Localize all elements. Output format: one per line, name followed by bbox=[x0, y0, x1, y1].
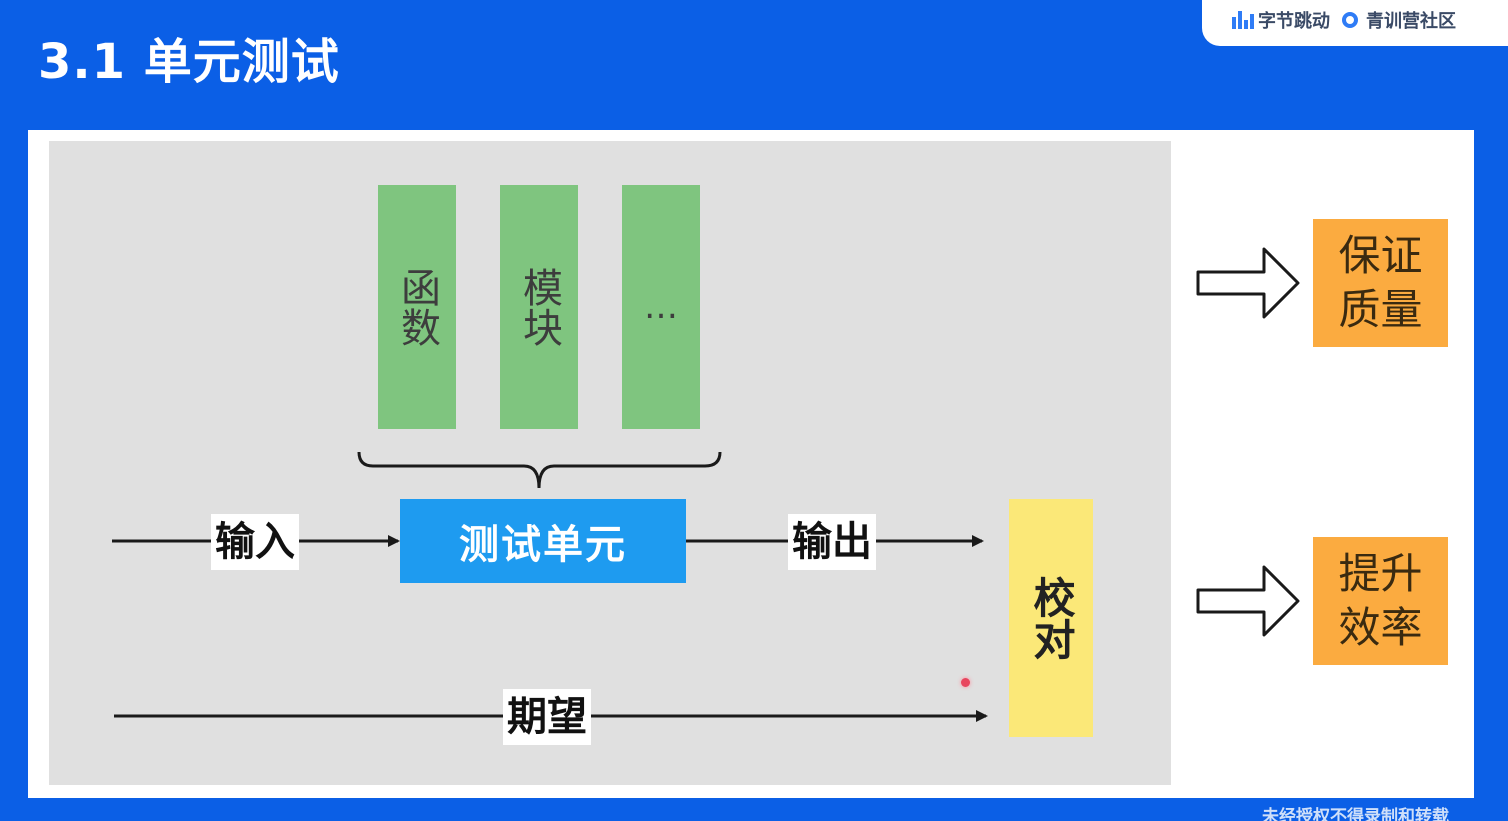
site-watermark: @稀土掘金技术社区 bbox=[1324, 780, 1469, 799]
bytedance-logo-text: 字节跳动 bbox=[1258, 11, 1330, 32]
slide-title: 3.1 单元测试 bbox=[38, 34, 340, 90]
test-unit-box: 测试单元 bbox=[400, 499, 686, 583]
laser-pointer-dot bbox=[961, 678, 970, 687]
diagram-lines bbox=[112, 247, 1300, 722]
result-efficiency-box: 提升效率 bbox=[1313, 537, 1448, 665]
hollow-right-arrow-icon bbox=[1196, 247, 1300, 319]
bytedance-logo-icon bbox=[1232, 11, 1254, 29]
diagram-canvas: 函数 模块 … 测试单元 校对 输入 输出 期望 保证质量 提升效率 bbox=[28, 130, 1474, 798]
result-quality-box: 保证质量 bbox=[1313, 219, 1448, 347]
output-label: 输出 bbox=[788, 514, 876, 570]
check-box: 校对 bbox=[1009, 499, 1093, 737]
unit-box-module: 模块 bbox=[500, 185, 578, 429]
unit-test-panel: 函数 模块 … bbox=[49, 141, 1171, 785]
bytedance-logo: 字节跳动 bbox=[1232, 7, 1330, 33]
expected-label: 期望 bbox=[503, 689, 591, 745]
camp-logo-text: 青训营社区 bbox=[1366, 11, 1456, 32]
input-label: 输入 bbox=[211, 514, 299, 570]
copyright-notice: 未经授权不得录制和转载 bbox=[1262, 807, 1449, 821]
unit-box-function: 函数 bbox=[378, 185, 456, 429]
hollow-right-arrow-icon bbox=[1196, 565, 1300, 637]
logo-bar: 字节跳动 青训营社区 bbox=[1202, 0, 1508, 46]
camp-logo: 青训营社区 bbox=[1342, 7, 1456, 33]
curly-brace-icon bbox=[357, 451, 722, 489]
camp-ring-icon bbox=[1342, 12, 1358, 28]
unit-box-more: … bbox=[622, 185, 700, 429]
